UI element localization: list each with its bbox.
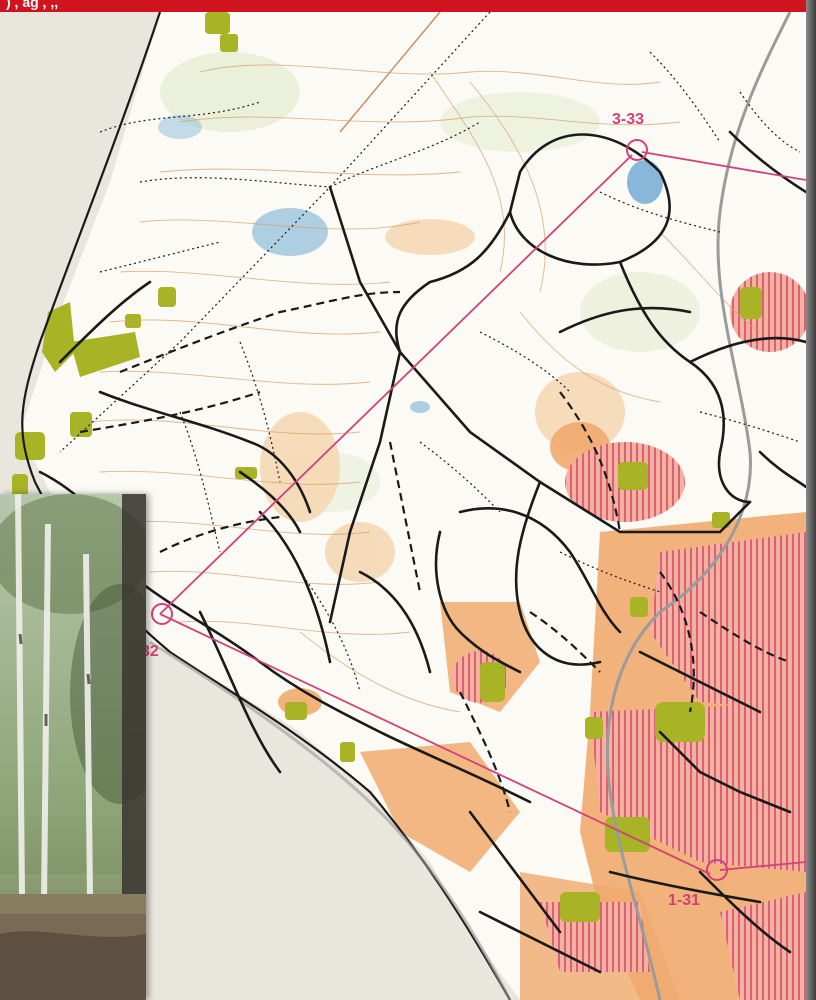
- orienteering-map: 3-33 32 1-31: [0, 11, 810, 1000]
- control-label: 3-33: [612, 111, 644, 128]
- grey-road: [606, 11, 792, 1000]
- forest-photo: [0, 494, 146, 1000]
- control-label: 1-31: [668, 892, 700, 909]
- control-1-31: 1-31: [668, 859, 728, 909]
- rough-open-land: [260, 219, 625, 582]
- control-circle-icon: [151, 603, 173, 625]
- map-svg: 3-33 32 1-31: [0, 11, 810, 1000]
- shoreline-road: [149, 640, 512, 1000]
- contour-lines: [89, 64, 761, 713]
- footpaths: [99, 51, 801, 693]
- forest-photo-svg: [0, 494, 146, 1000]
- hatched-areas: [452, 272, 810, 1000]
- header-title: ) , ag , ,,: [6, 0, 59, 10]
- ride-line: [339, 11, 441, 133]
- header-bar: ) , ag , ,,: [0, 0, 806, 12]
- page-edge: [806, 0, 816, 1000]
- dashed-paths: [79, 290, 791, 813]
- tracks: [38, 130, 808, 974]
- control-circle-icon: [626, 139, 648, 161]
- control-circle-icon: [706, 859, 728, 881]
- control-3-33: 3-33: [612, 111, 648, 161]
- course-lines: [159, 151, 807, 875]
